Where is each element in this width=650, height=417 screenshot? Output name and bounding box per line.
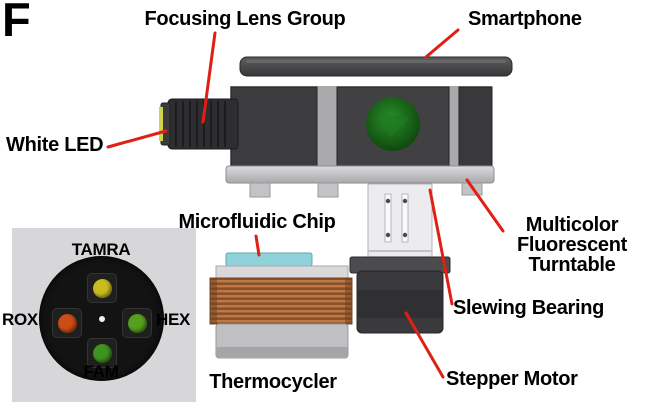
smartphone-body [239,56,513,77]
callout-line-slewing-bearing [428,188,454,306]
turntable-disc [39,256,164,381]
well-tamra [87,273,117,303]
callout-lines [106,28,505,379]
callout-line-turntable [465,178,505,233]
label-tamra: TAMRA [71,240,131,259]
fluorescent-turntable [225,86,495,198]
tamra-dot [92,278,112,298]
label-focusing-lens-group: Focusing Lens Group [144,8,346,30]
base-tab-mid [317,182,339,198]
label-slewing-bearing: Slewing Bearing [453,297,605,319]
turntable-inset [12,228,196,402]
hex-dot [127,313,147,333]
turntable-block-right [458,86,493,168]
base-plate [225,165,495,184]
label-microfluidic-chip: Microfluidic Chip [178,211,336,233]
label-thermocycler: Thermocycler [209,371,337,393]
callout-line-stepper-motor [404,311,445,379]
white-led-element [159,107,163,141]
callout-line-microfluidic-chip [254,234,261,257]
base-tab-left [249,182,271,198]
label-stepper-motor: Stepper Motor [446,368,578,390]
microfluidic-chip-element [225,252,313,267]
focusing-lens-barrel [159,98,239,150]
label-fam: FAM [83,362,119,381]
thermocycler-assembly [209,252,353,359]
disc-center-marker [99,316,105,322]
callout-line-white-led [106,129,168,149]
callout-line-focusing-lens [201,31,217,124]
stepper-motor-body [349,256,451,334]
well-rox [52,308,82,338]
panel-letter: F [2,0,31,46]
slewing-bearing-column [367,183,433,261]
lens-window-glint [380,112,409,137]
label-white-led: White LED [6,134,104,156]
turntable-block-left [230,86,318,168]
rox-dot [57,313,77,333]
fam-dot [92,343,112,363]
label-rox: ROX [2,310,38,329]
callout-line-smartphone [424,28,460,59]
label-multicolor-fluorescent-turntable: Multicolor Fluorescent Turntable [516,214,628,276]
well-hex [122,308,152,338]
thermocycler-coil [209,277,353,325]
thermocycler-top-plate [215,265,349,279]
well-fam [87,338,117,368]
label-hex: HEX [156,310,191,329]
label-smartphone: Smartphone [468,8,582,30]
